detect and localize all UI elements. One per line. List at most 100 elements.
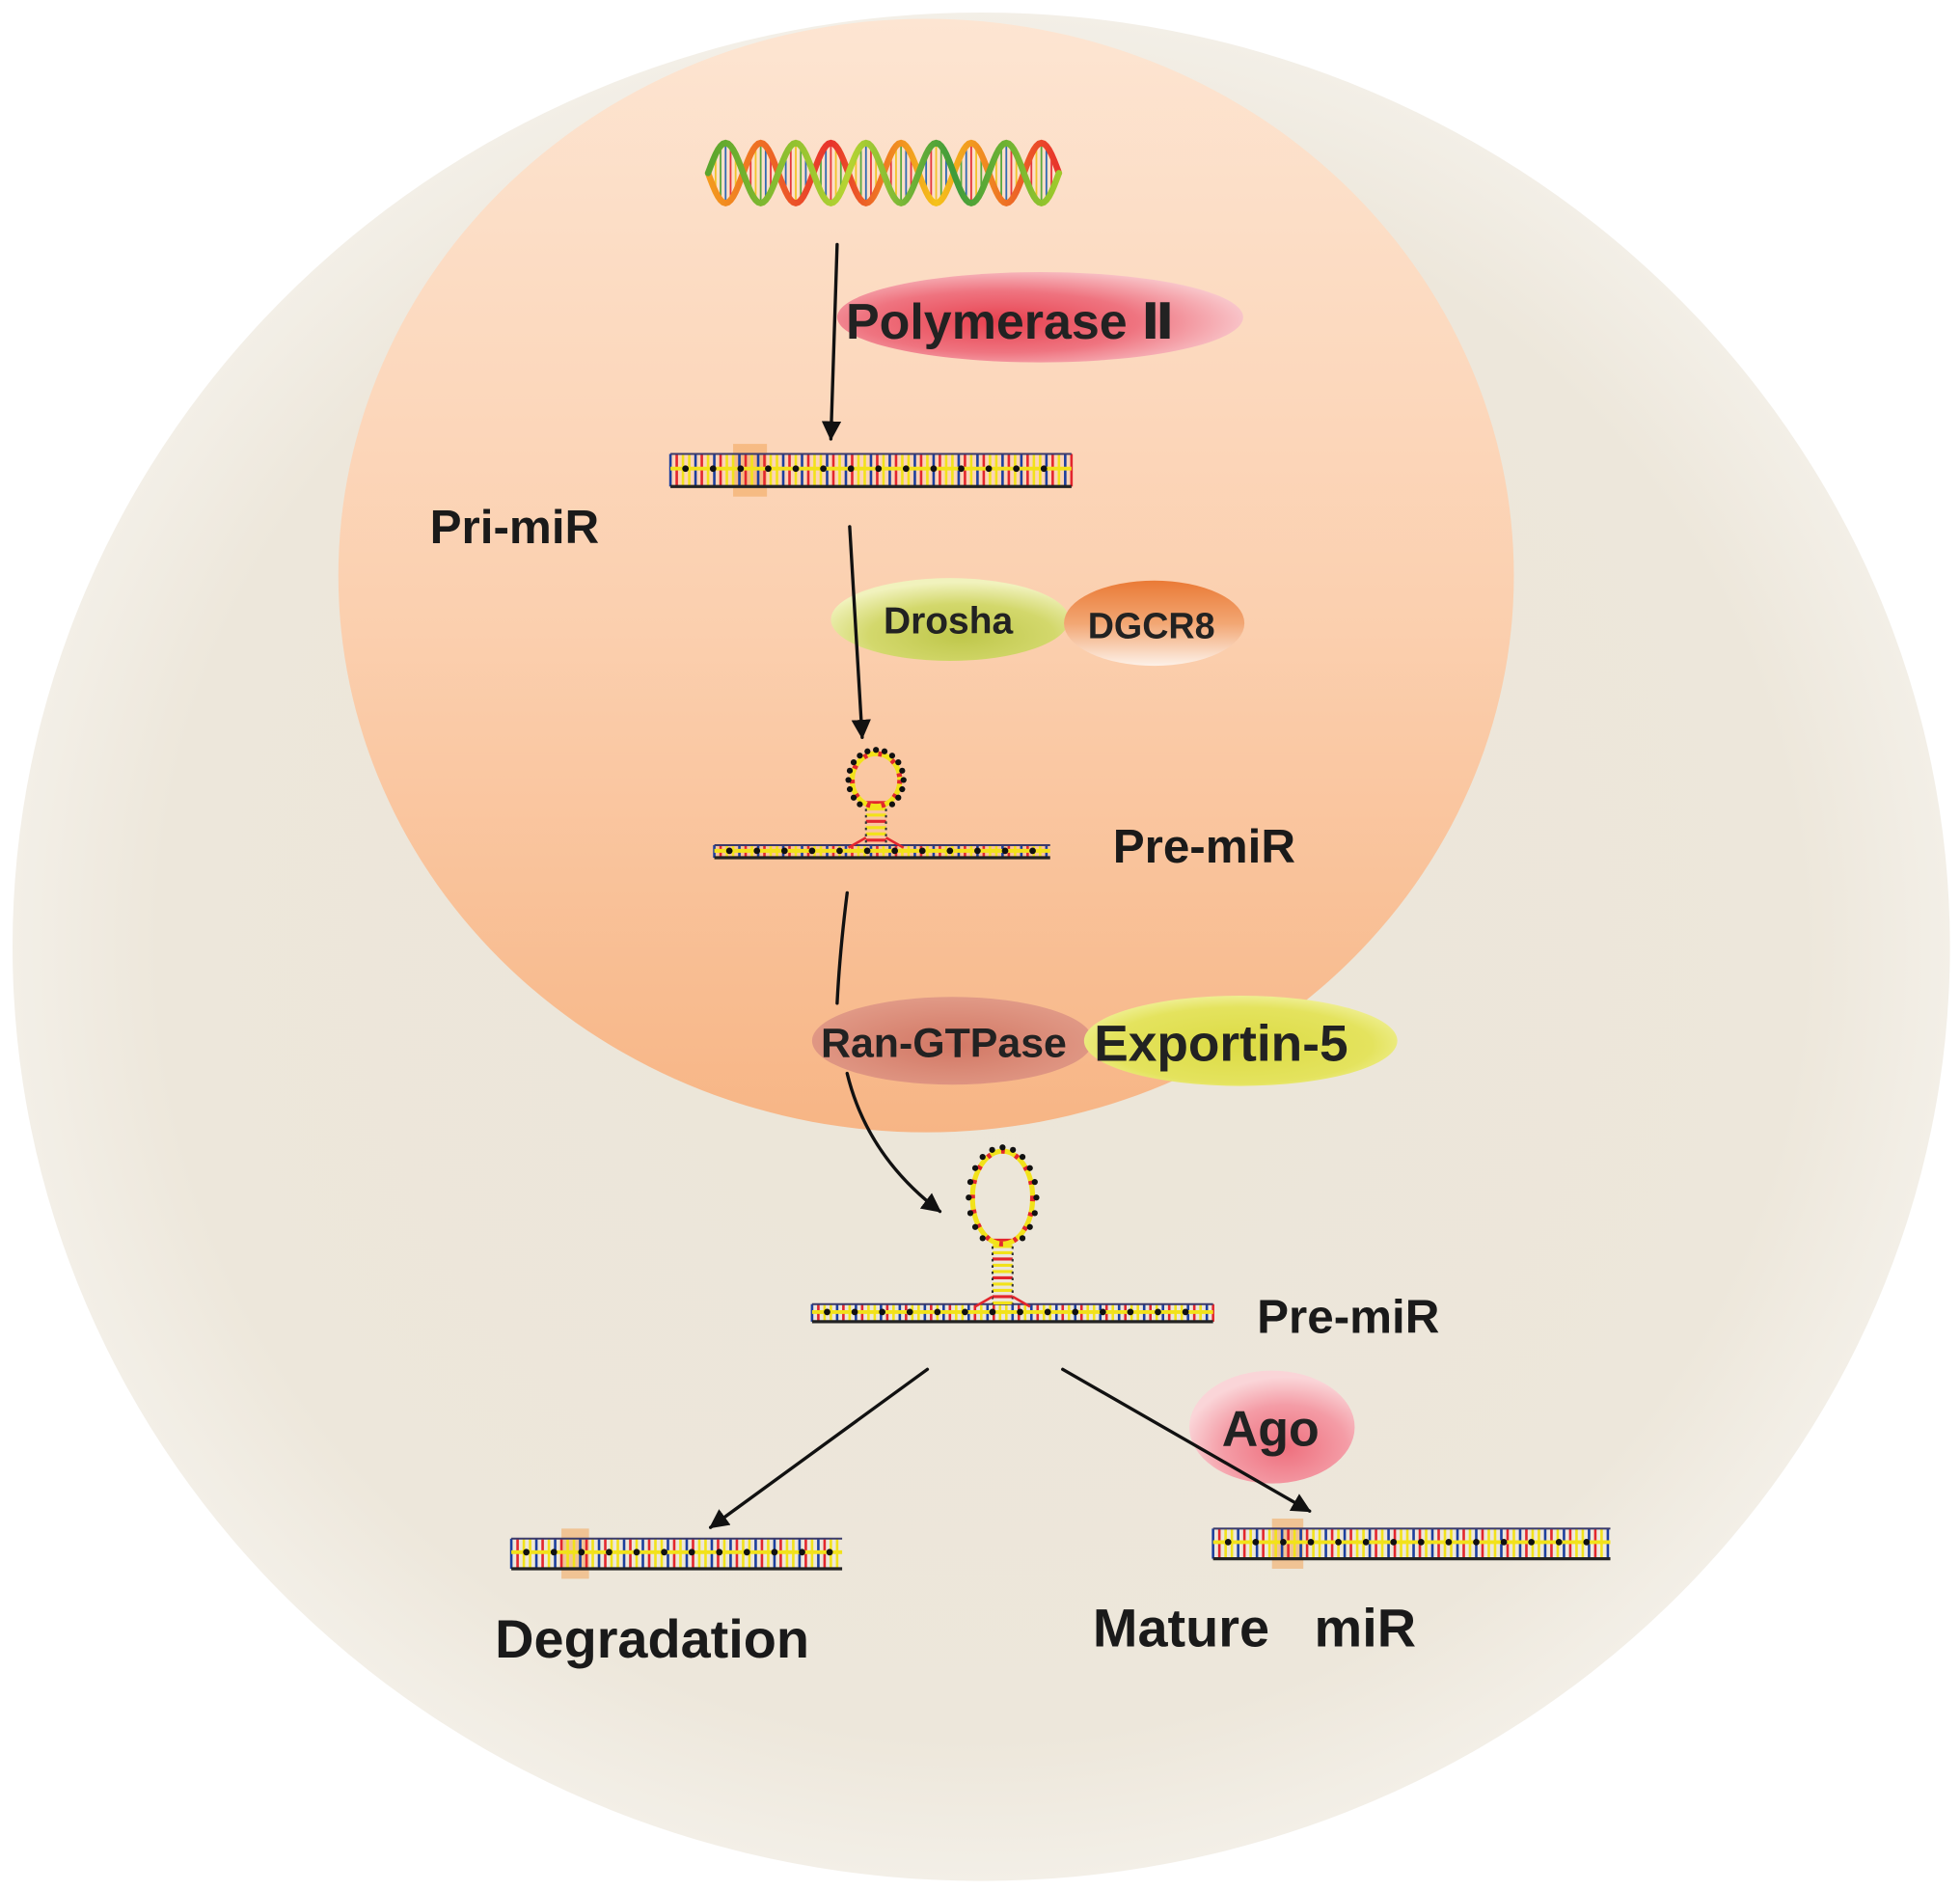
hairpin-loop-dot <box>850 758 858 766</box>
hairpin-loop-dot <box>966 1194 972 1201</box>
strand-dot <box>1072 1308 1079 1316</box>
hairpin-loop-dot <box>864 748 871 754</box>
hairpin-loop-dot <box>989 1146 995 1153</box>
strand-dot <box>743 1548 750 1556</box>
mature-mir-label: Mature miR <box>1093 1598 1416 1658</box>
hairpin-loop-dot <box>971 1223 979 1230</box>
strand-dot <box>879 1308 886 1316</box>
strand-dot <box>1001 847 1009 855</box>
hairpin-junction <box>847 836 867 849</box>
degradation-label: Degradation <box>495 1608 809 1669</box>
hairpin-loop-dot <box>999 1144 1006 1151</box>
strand-dot <box>1155 1308 1161 1316</box>
drosha-label: Drosha <box>884 600 1014 642</box>
strand-dot <box>1307 1539 1315 1546</box>
strand-dot <box>1017 1308 1023 1316</box>
degradation-strand <box>509 1528 843 1579</box>
strand-dot <box>771 1548 778 1556</box>
strand-dot <box>633 1548 640 1556</box>
strand-dot <box>974 847 981 855</box>
pre-mir-nucleus-label: Pre-miR <box>1113 820 1295 873</box>
hairpin-loop-dot <box>979 1154 986 1161</box>
hairpin-junction <box>1012 1295 1031 1308</box>
exportin-5-shape <box>1083 995 1398 1086</box>
dna-helix <box>704 139 1063 206</box>
transcription-arrow <box>821 242 842 441</box>
ran-gtpase-label: Ran-GTPase <box>821 1021 1067 1067</box>
hairpin-loop-dot <box>1026 1223 1033 1230</box>
dgcr8-label: DGCR8 <box>1088 606 1215 646</box>
hairpin-loop-dot <box>971 1165 979 1171</box>
dna-strand-2 <box>704 139 1063 206</box>
hairpin-loop-dot <box>881 748 888 754</box>
export-arrow <box>845 1071 942 1214</box>
strand-dot <box>1044 1308 1051 1316</box>
strand-dot <box>1362 1539 1370 1546</box>
strand-dot <box>930 465 938 473</box>
strand-dot <box>962 1308 968 1316</box>
strand-dot <box>847 465 855 473</box>
hairpin-loop-dot <box>857 753 863 759</box>
hairpin-loop-dot <box>846 767 854 774</box>
strand-dot <box>1013 465 1021 473</box>
hairpin-loop-dot <box>1031 1210 1038 1217</box>
strand-dot <box>863 847 871 855</box>
hairpin-loop-accent <box>849 751 903 809</box>
strand-dot <box>808 847 816 855</box>
strand-dot <box>946 847 954 855</box>
strand-dot <box>1182 1308 1189 1316</box>
strand-dot <box>682 465 690 473</box>
hairpin-loop-dot <box>895 794 902 801</box>
strand-dot <box>1029 847 1036 855</box>
strand-dot <box>851 1308 858 1316</box>
strand-dot <box>875 465 883 473</box>
strand-dot <box>1127 1308 1134 1316</box>
strand-dot <box>716 1548 723 1556</box>
hairpin-loop-accent <box>969 1148 1036 1247</box>
exportin-5-label: Exportin-5 <box>1094 1016 1348 1073</box>
strand-dot <box>688 1548 695 1556</box>
pre-mir-hairpin-nucleus <box>713 747 1050 860</box>
hairpin-loop-dot <box>966 1179 974 1186</box>
hairpin-loop-dot <box>888 801 896 808</box>
processing-arrow <box>848 525 871 740</box>
ago-label: Ago <box>1222 1402 1320 1458</box>
strand-dot <box>820 465 827 473</box>
hairpin-loop-dot <box>1019 1154 1026 1161</box>
strand-dot <box>1280 1539 1287 1546</box>
hairpin-loop-dot <box>846 785 854 793</box>
hairpin-loop-dot <box>966 1210 974 1217</box>
strand-dot <box>989 1308 996 1316</box>
strand-dot <box>985 465 993 473</box>
strand-dot <box>799 1548 805 1556</box>
hairpin-loop-dot <box>900 777 907 783</box>
pre-mir-cytoplasm-label: Pre-miR <box>1257 1291 1439 1344</box>
strand-dot <box>1583 1539 1591 1546</box>
strand-dot <box>906 1308 913 1316</box>
hairpin-loop-dot <box>1026 1165 1033 1171</box>
strand-dot <box>578 1548 585 1556</box>
strand-dot <box>1500 1539 1508 1546</box>
strand-dot <box>753 847 761 855</box>
pri-mir-strand <box>668 444 1074 497</box>
hairpin-loop-dot <box>1031 1179 1038 1186</box>
hairpin-junction <box>974 1295 994 1308</box>
strand-dot <box>1040 465 1048 473</box>
maturation-arrow <box>1061 1367 1312 1513</box>
strand-dot <box>1445 1539 1453 1546</box>
strand-dot <box>836 847 843 855</box>
drosha-shape <box>830 578 1070 661</box>
strand-dot <box>958 465 965 473</box>
strand-dot <box>1099 1308 1106 1316</box>
hairpin-loop-dot <box>845 777 852 783</box>
ran-gtpase-shape <box>811 997 1093 1085</box>
hairpin-loop-dot <box>1010 1146 1017 1153</box>
strand-dot <box>1528 1539 1536 1546</box>
mature-mir-strand <box>1211 1518 1611 1569</box>
strand-dot <box>826 1548 833 1556</box>
strand-dot <box>934 1308 941 1316</box>
strand-dot <box>661 1548 667 1556</box>
strand-dot <box>1252 1539 1260 1546</box>
polymerase-ii-label: Polymerase Ⅱ <box>846 294 1174 350</box>
